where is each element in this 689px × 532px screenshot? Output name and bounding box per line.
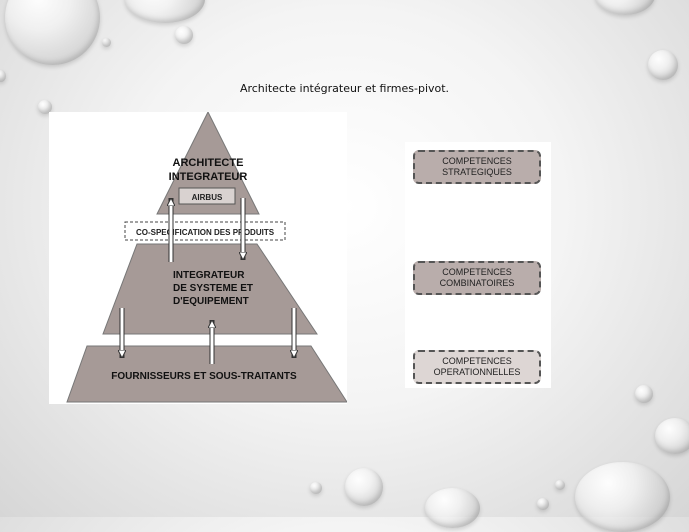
airbus-box [178, 187, 236, 205]
co-specification-label: CO-SPECIFICATION DES PRODUITS [136, 228, 275, 237]
water-drop [595, 0, 655, 15]
water-drop [102, 38, 111, 47]
middle-line2: DE SYSTEME ET [173, 283, 253, 294]
water-drop [5, 0, 100, 65]
water-drop [537, 498, 549, 510]
competence-line1: COMPETENCES [442, 156, 512, 166]
water-drop [655, 418, 689, 454]
water-drop [425, 488, 480, 528]
top-title-line1: ARCHITECTE [173, 157, 244, 169]
airbus-label: AIRBUS [192, 193, 223, 202]
water-drop [125, 0, 205, 23]
water-drop [175, 26, 193, 44]
competence-box-operationnelles: COMPETENCES OPERATIONNELLES [413, 350, 541, 384]
middle-line3: D'EQUIPEMENT [173, 296, 249, 307]
water-drop [345, 468, 383, 506]
competence-line2: STRATEGIQUES [442, 167, 512, 177]
water-drop [635, 385, 653, 403]
water-drop [575, 462, 670, 532]
tier-middle [102, 243, 318, 335]
water-drop [648, 50, 678, 80]
water-drop [38, 100, 52, 114]
middle-line1: INTEGRATEUR [173, 270, 245, 281]
competence-line1: COMPETENCES [442, 356, 512, 366]
water-drop [0, 70, 6, 82]
competence-line2: COMBINATOIRES [439, 278, 515, 288]
competences-panel: COMPETENCES STRATEGIQUES COMPETENCES COM… [405, 142, 551, 388]
top-title-line2: INTEGRATEUR [169, 171, 248, 183]
water-drop [555, 480, 565, 490]
competence-line2: OPERATIONNELLES [433, 367, 521, 377]
pyramid-diagram: ARCHITECTE INTEGRATEUR AIRBUS CO-SPECIFI… [49, 110, 348, 404]
competence-box-strategiques: COMPETENCES STRATEGIQUES [413, 150, 541, 184]
competence-line1: COMPETENCES [442, 267, 512, 277]
water-drop [310, 482, 322, 494]
competence-box-combinatoires: COMPETENCES COMBINATOIRES [413, 261, 541, 295]
slide-title: Architecte intégrateur et firmes-pivot. [239, 82, 450, 95]
base-label: FOURNISSEURS ET SOUS-TRAITANTS [111, 371, 297, 382]
